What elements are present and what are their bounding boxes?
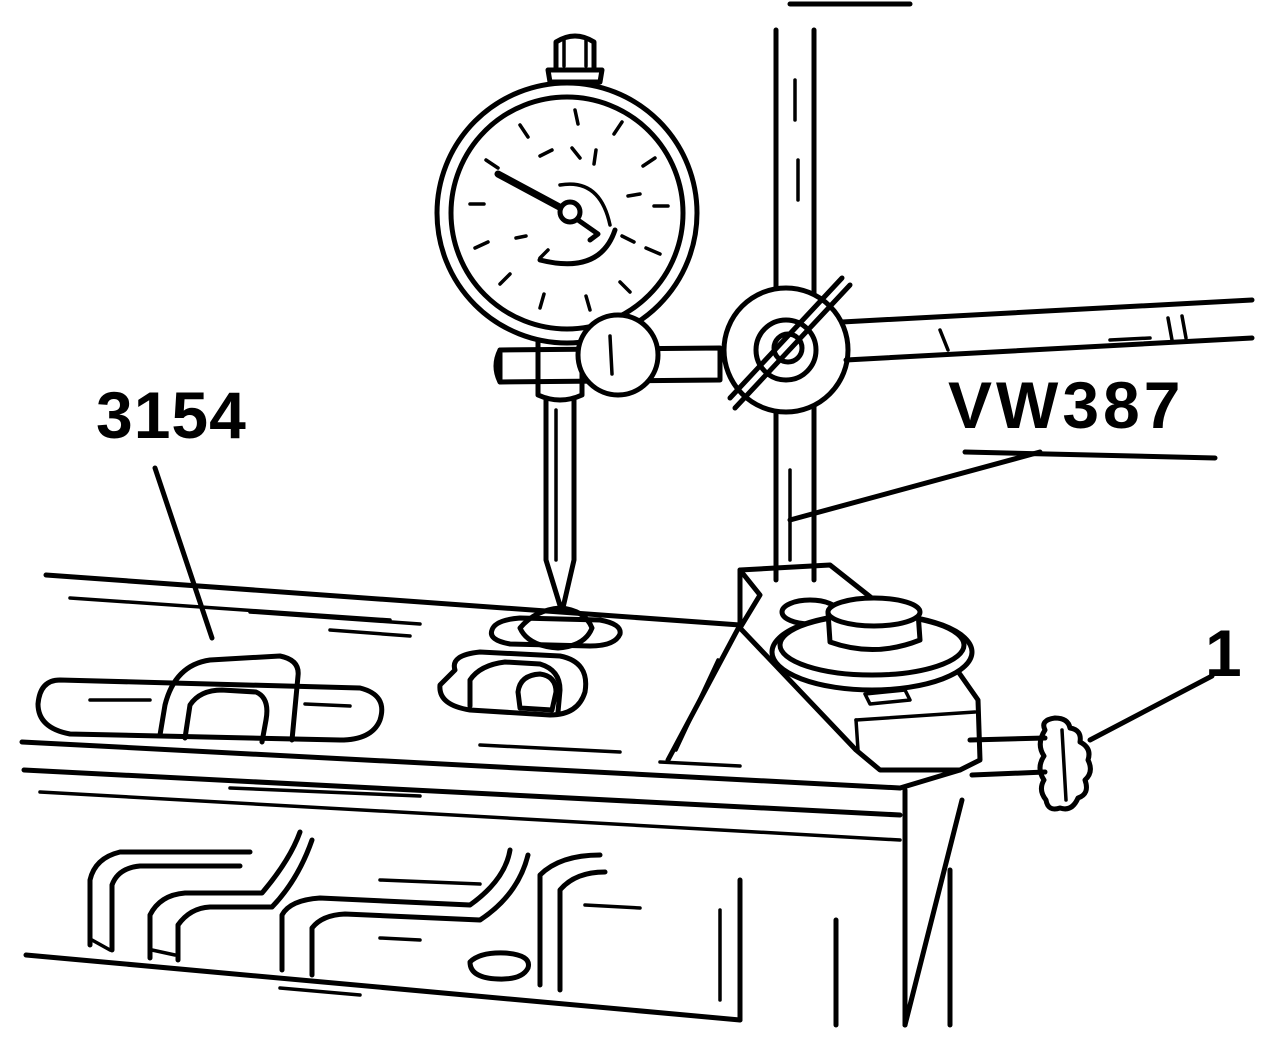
part-label-vw387: VW387	[948, 368, 1185, 442]
cylinder-head	[19, 572, 965, 1028]
part-label-1: 1	[1205, 616, 1242, 690]
leader-vw387	[787, 449, 1043, 523]
leader-lines	[152, 1, 1218, 743]
underline-vw387	[962, 449, 1218, 461]
magnetic-stand	[721, 27, 1255, 812]
part-label-3154: 3154	[96, 378, 247, 452]
leader-1	[1087, 673, 1215, 743]
leader-3154	[152, 465, 215, 641]
dial-gauge	[434, 33, 723, 615]
